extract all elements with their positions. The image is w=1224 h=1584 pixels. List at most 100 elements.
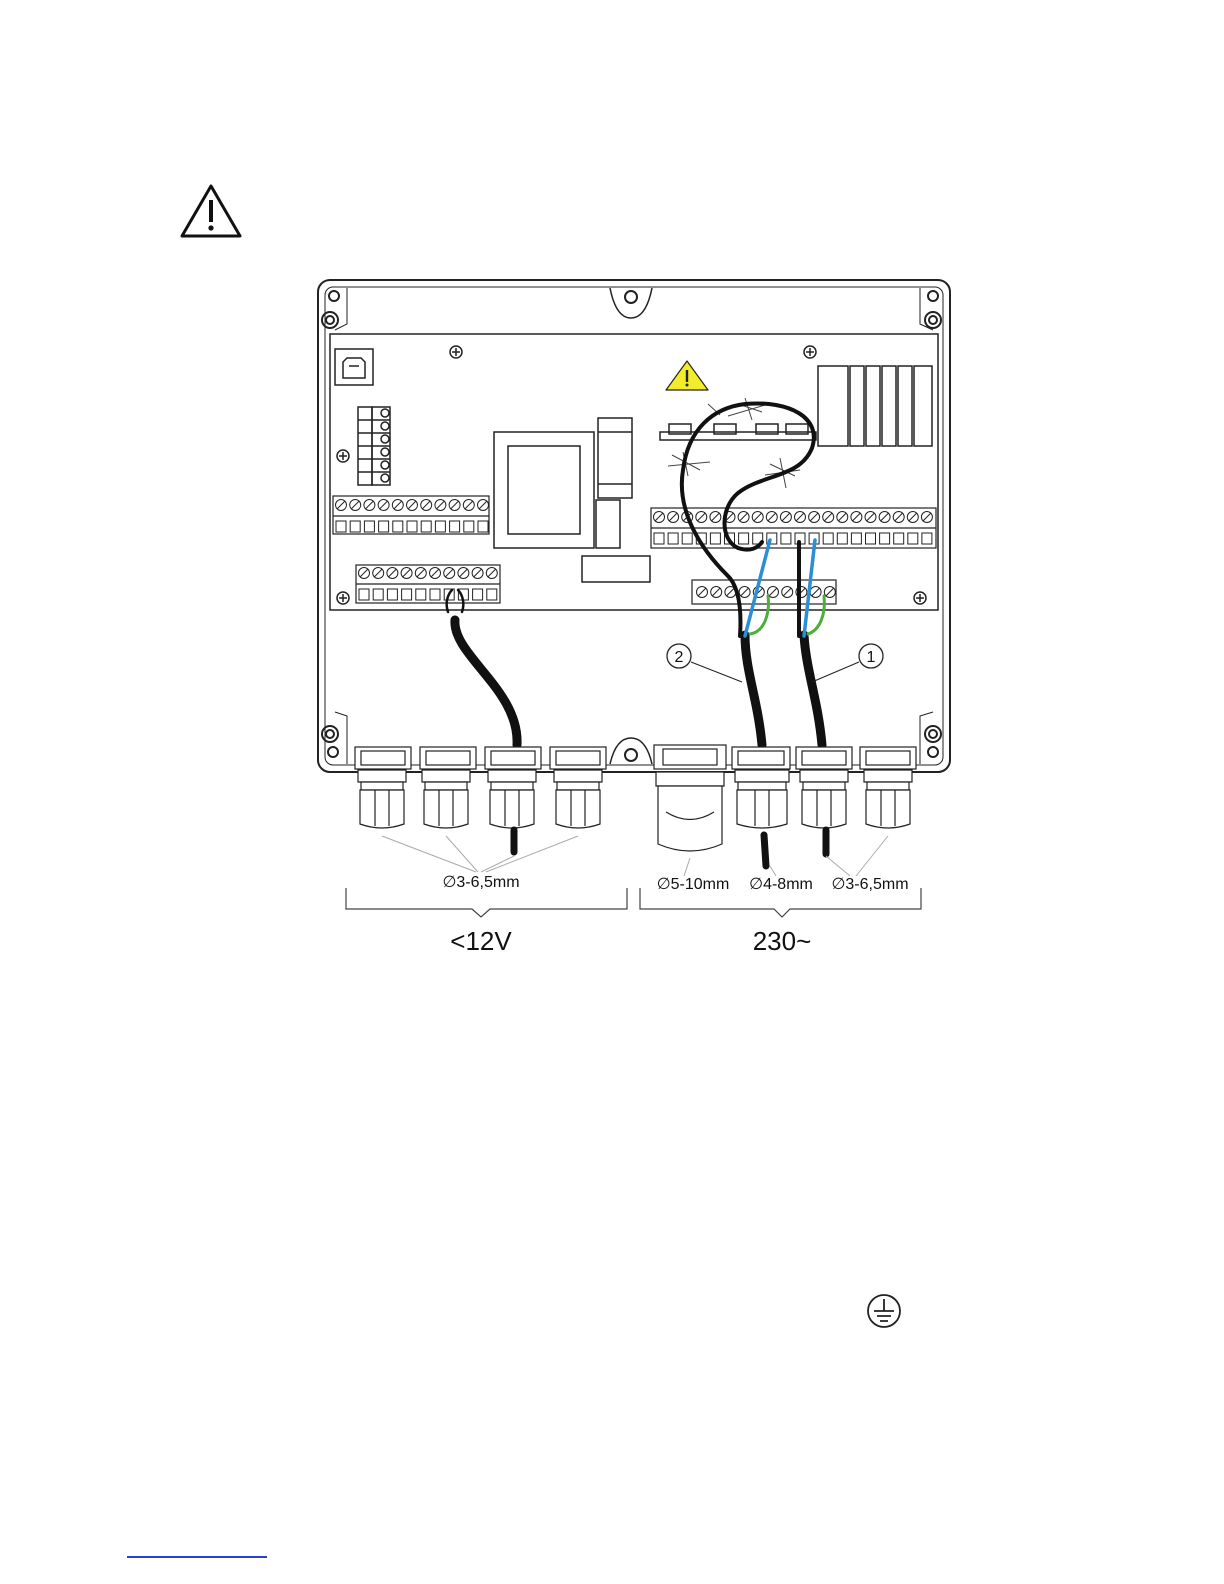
terminal-slot <box>435 521 445 532</box>
enclosure <box>318 280 950 772</box>
cable-gland-part <box>424 790 468 828</box>
cable-gland-part <box>488 770 536 782</box>
terminal-slot <box>473 589 483 600</box>
gland-size-label-medium: ∅4-8mm <box>749 876 813 893</box>
cable-gland <box>864 770 912 828</box>
terminal-screw-slot <box>474 569 482 577</box>
terminal-screw-slot <box>422 501 430 509</box>
cable-gland-part <box>866 790 910 828</box>
terminal-screw-slot <box>923 513 931 521</box>
terminal-screw-slot <box>698 588 706 596</box>
corner-screw <box>925 312 941 328</box>
terminal-slot <box>464 521 474 532</box>
section-label-low-voltage: <12V <box>450 926 512 956</box>
terminal-block-lower-left <box>356 565 500 603</box>
cable-2 <box>745 635 762 745</box>
hazard-warning-icon <box>666 361 708 390</box>
terminal-slot <box>359 589 369 600</box>
terminal-slot <box>908 533 918 544</box>
terminal-slot <box>837 533 847 544</box>
cable-gland-part <box>803 782 845 790</box>
fuse-holder <box>660 424 816 440</box>
callout-1-number: 1 <box>867 649 876 666</box>
footnote-link[interactable] <box>127 1556 267 1558</box>
terminal-slot <box>851 533 861 544</box>
relay-bank <box>818 366 932 446</box>
terminal-screw-slot <box>782 513 790 521</box>
gland-size-label-small: ∅3-6,5mm <box>831 876 908 893</box>
terminal-screw-slot <box>754 513 762 521</box>
terminal-slot <box>336 521 346 532</box>
cable-gland <box>656 772 724 851</box>
terminal-screw-slot <box>445 569 453 577</box>
cable-gland-part <box>361 782 403 790</box>
corner-screw <box>928 747 938 757</box>
cable-gland <box>735 770 789 828</box>
terminal-screw-slot <box>351 501 359 509</box>
terminal-slot <box>450 521 460 532</box>
terminal-slot <box>393 521 403 532</box>
terminal-screw-slot <box>895 513 903 521</box>
terminal-screw-slot <box>712 513 720 521</box>
terminal-screw-slot <box>768 513 776 521</box>
cable-gland-part <box>656 772 724 786</box>
terminal-screws <box>336 500 933 601</box>
terminal-slot <box>407 521 417 532</box>
terminal-screw-slot <box>741 588 749 596</box>
terminal-slot <box>739 533 749 544</box>
cable-gland-part <box>360 790 404 828</box>
terminal-slot <box>430 589 440 600</box>
corner-screw <box>322 312 338 328</box>
terminal-screw-slot <box>431 569 439 577</box>
terminal-slot <box>781 533 791 544</box>
cable-gland-part <box>867 782 909 790</box>
cable-gland-part <box>802 790 846 828</box>
low-voltage-leads <box>447 590 464 612</box>
terminal-screw-slot <box>826 588 834 596</box>
cable-gland <box>800 770 848 828</box>
terminal-screw-slot <box>853 513 861 521</box>
terminal-screw-slot <box>408 501 416 509</box>
vertical-terminal-strip <box>358 407 390 485</box>
cable-gland-part <box>422 770 470 782</box>
terminal-slot <box>487 589 497 600</box>
low-voltage-cable <box>455 620 517 745</box>
board-screw <box>450 346 462 358</box>
corner-screw <box>329 291 339 301</box>
terminal-slot <box>416 589 426 600</box>
cable-gland-part <box>490 790 534 828</box>
cable-gland <box>358 770 406 828</box>
terminal-screw-slot <box>403 569 411 577</box>
gland-size-label-low-voltage: ∅3-6,5mm <box>442 874 519 891</box>
corner-screw <box>925 726 941 742</box>
terminal-slot <box>894 533 904 544</box>
terminal-screw-slot <box>437 501 445 509</box>
terminal-screw-slot <box>394 501 402 509</box>
cable-gland <box>488 770 536 828</box>
terminal-screw-slot <box>380 501 388 509</box>
terminal-slot <box>866 533 876 544</box>
earth-ground-icon <box>868 1295 900 1327</box>
terminal-screw-slot <box>867 513 875 521</box>
cable-gland-part <box>556 790 600 828</box>
terminal-screw-slot <box>727 588 735 596</box>
terminal-screw-slot <box>337 501 345 509</box>
warning-triangle-icon <box>182 186 240 236</box>
terminal-screw-slot <box>810 513 818 521</box>
terminal-screw-slot <box>417 569 425 577</box>
cable-gland-part <box>864 770 912 782</box>
callout-2: 2 <box>667 644 742 682</box>
cable-gland-part <box>735 770 789 782</box>
terminal-screw-slot <box>838 513 846 521</box>
terminal-screw-slot <box>465 501 473 509</box>
terminal-screw-slot <box>389 569 397 577</box>
transformer <box>494 418 650 582</box>
corner-screw <box>928 291 938 301</box>
cable-1 <box>804 635 822 745</box>
terminal-slot <box>922 533 932 544</box>
terminal-slot <box>373 589 383 600</box>
corner-screw <box>322 726 338 742</box>
terminal-screw-slot <box>460 569 468 577</box>
corner-screw <box>328 747 338 757</box>
